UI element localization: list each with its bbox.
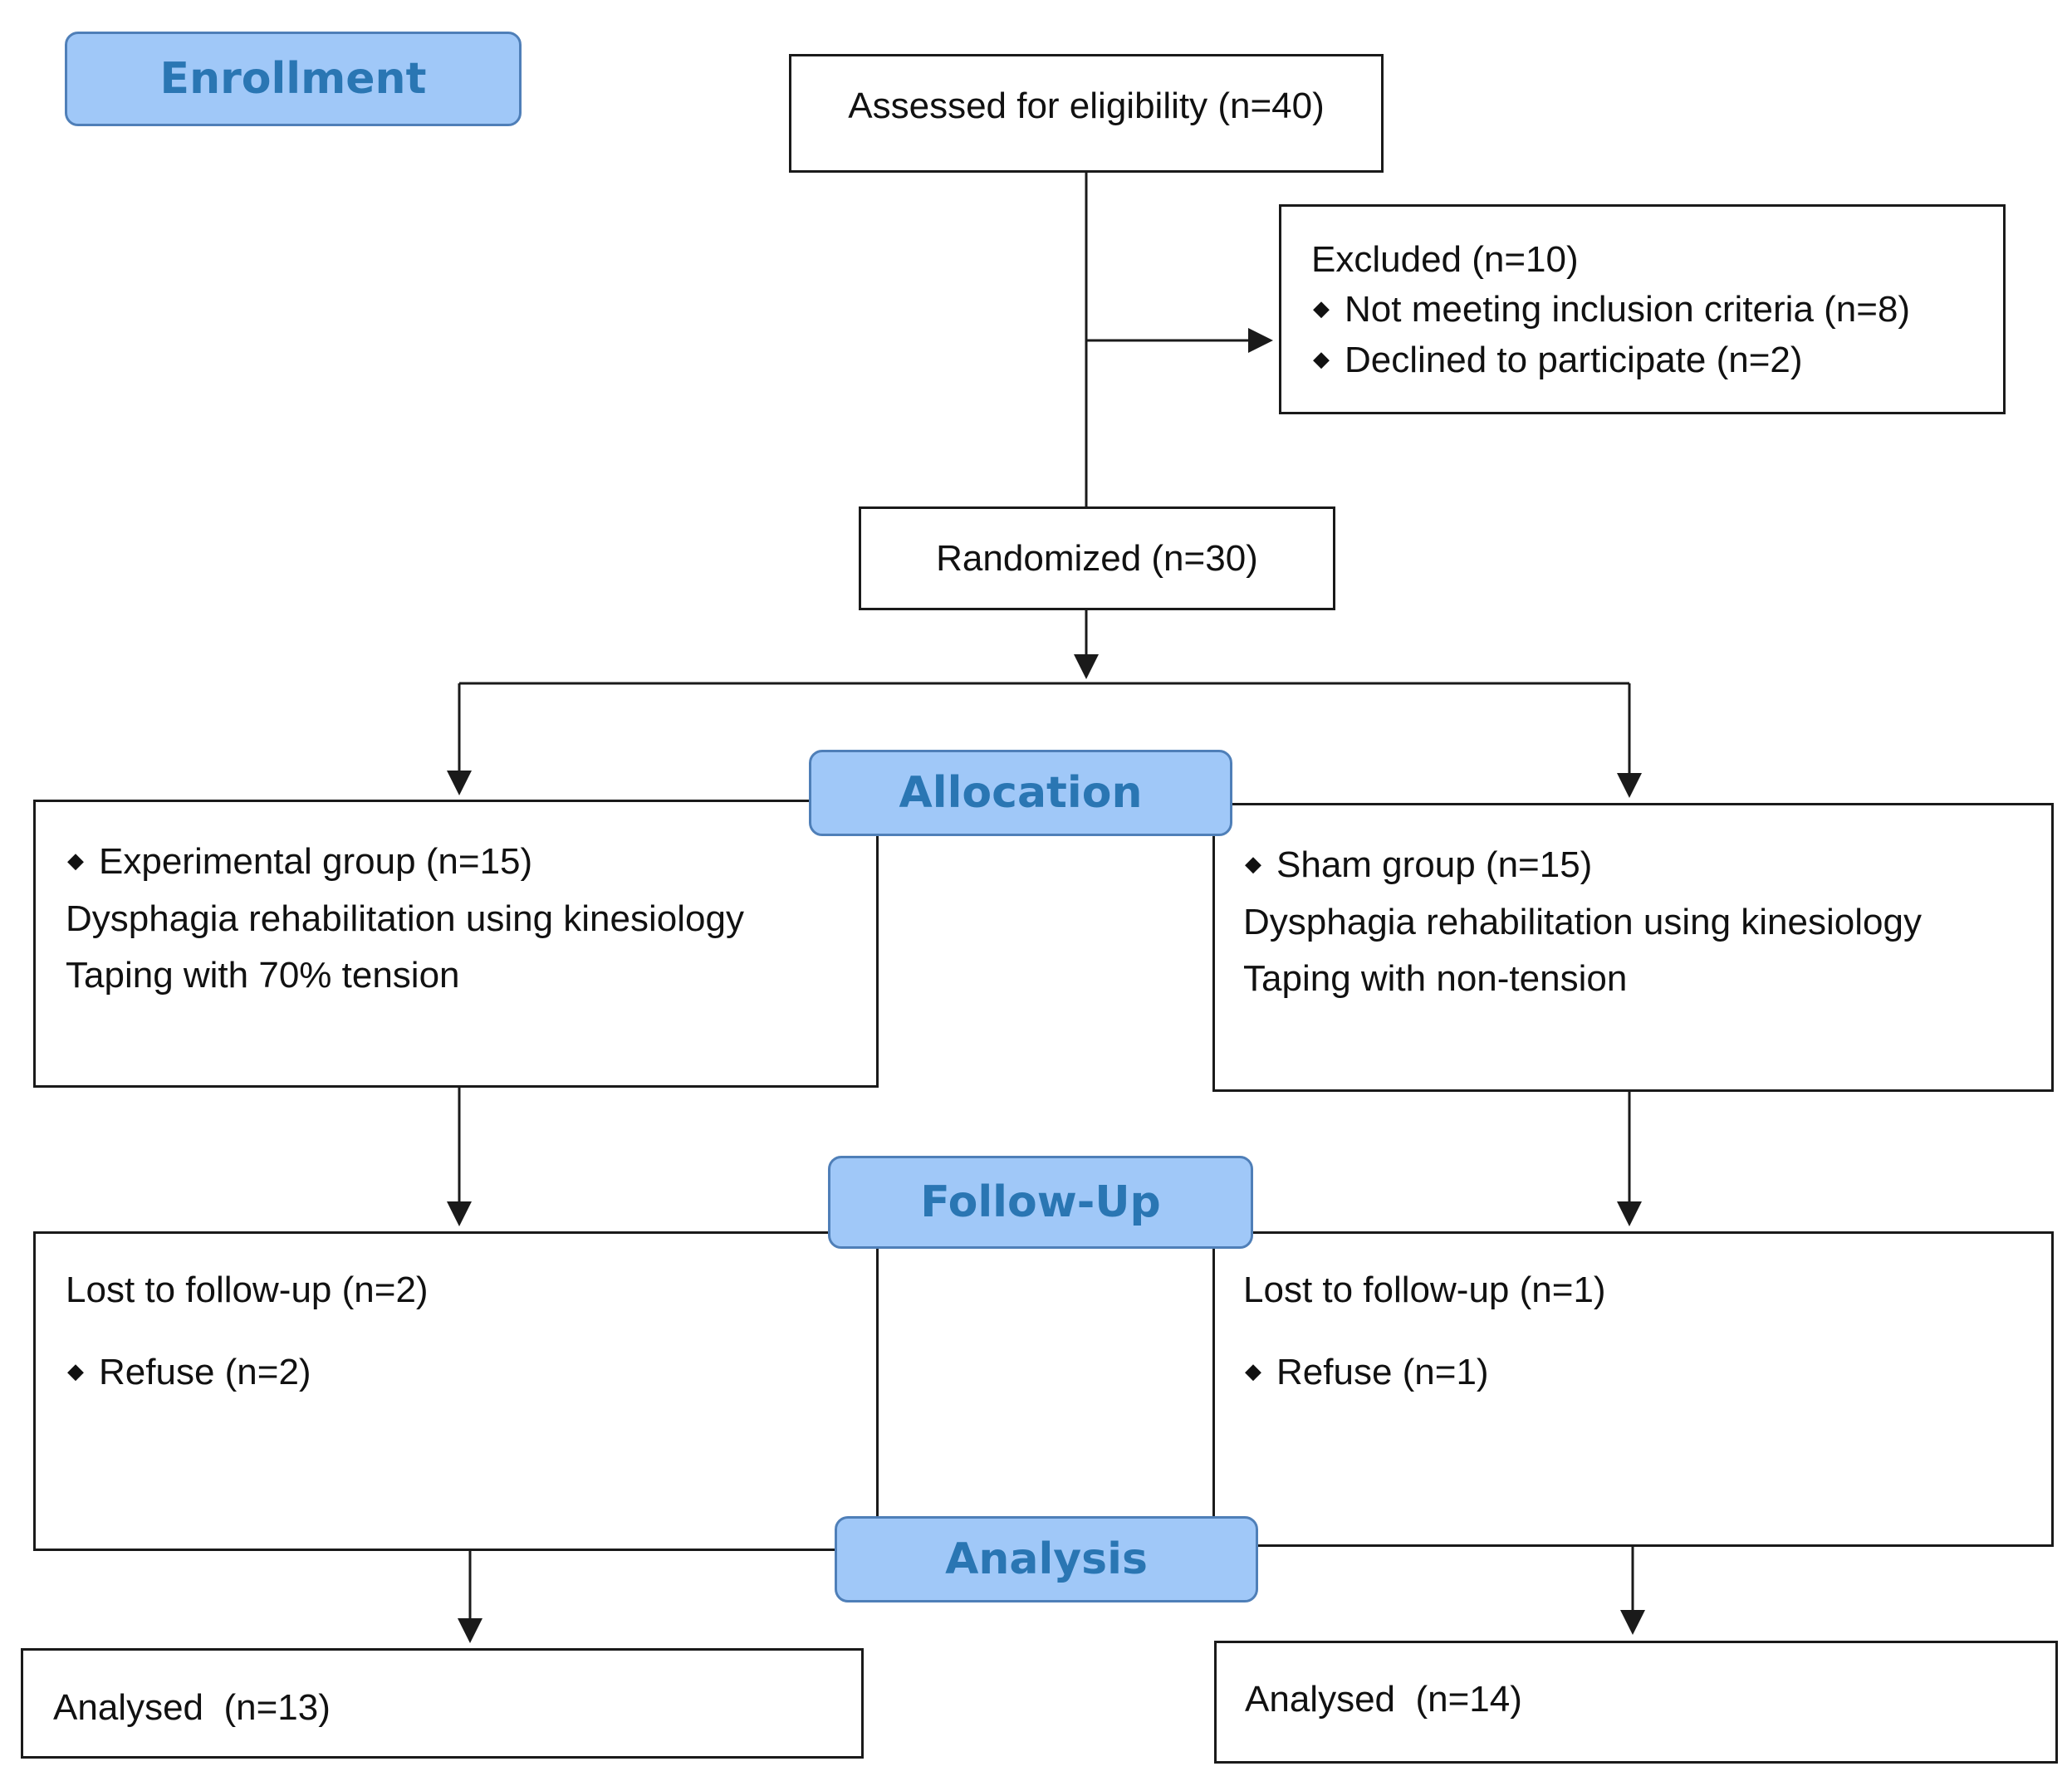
randomized-box: Randomized (n=30)	[859, 506, 1335, 610]
analysed-left-text: Analysed (n=13)	[53, 1687, 331, 1728]
stage-analysis: Analysis	[835, 1516, 1258, 1602]
analysed-right-text: Analysed (n=14)	[1245, 1679, 1522, 1720]
followup-right-box: Lost to follow-up (n=1) ◆ Refuse (n=1)	[1212, 1231, 2054, 1547]
experimental-description-line: Taping with 70% tension	[66, 955, 460, 996]
excluded-item-text: Not meeting inclusion criteria (n=8)	[1345, 289, 1911, 330]
sham-group-title: ◆ Sham group (n=15)	[1245, 847, 1592, 883]
bullet-icon: ◆	[1245, 851, 1261, 877]
bullet-icon: ◆	[1313, 346, 1330, 372]
analysed-right-box: Analysed (n=14)	[1214, 1641, 2058, 1764]
excluded-item: ◆ Declined to participate (n=2)	[1313, 342, 1803, 379]
bullet-icon: ◆	[67, 848, 84, 873]
excluded-title: Excluded (n=10)	[1311, 239, 1579, 280]
followup-left-lost: Lost to follow-up (n=2)	[66, 1270, 429, 1310]
stage-follow-up: Follow-Up	[828, 1156, 1253, 1249]
followup-left-box: Lost to follow-up (n=2) ◆ Refuse (n=2)	[33, 1231, 879, 1551]
followup-right-reason-text: Refuse (n=1)	[1276, 1352, 1489, 1392]
bullet-icon: ◆	[1313, 296, 1330, 321]
stage-follow-up-label: Follow-Up	[920, 1177, 1161, 1227]
stage-allocation: Allocation	[809, 750, 1232, 836]
sham-group-box: ◆ Sham group (n=15) Dysphagia rehabilitat…	[1212, 803, 2054, 1092]
stage-allocation-label: Allocation	[899, 768, 1143, 818]
followup-left-reason-text: Refuse (n=2)	[99, 1352, 311, 1392]
bullet-icon: ◆	[67, 1358, 84, 1384]
stage-enrollment-label: Enrollment	[159, 54, 427, 104]
experimental-group-box: ◆ Experimental group (n=15) Dysphagia reh…	[33, 800, 879, 1088]
sham-description-line: Dysphagia rehabilitation using kinesiolo…	[1243, 902, 1922, 942]
experimental-group-name: Experimental group (n=15)	[99, 841, 533, 882]
excluded-box: Excluded (n=10) ◆ Not meeting inclusion c…	[1279, 204, 2006, 414]
followup-left-reason: ◆ Refuse (n=2)	[67, 1354, 311, 1391]
analysed-left-box: Analysed (n=13)	[21, 1648, 864, 1759]
bullet-icon: ◆	[1245, 1358, 1261, 1384]
stage-enrollment: Enrollment	[65, 32, 522, 126]
experimental-description-line: Dysphagia rehabilitation using kinesiolo…	[66, 898, 744, 939]
stage-analysis-label: Analysis	[945, 1534, 1148, 1584]
experimental-group-title: ◆ Experimental group (n=15)	[67, 844, 532, 880]
followup-right-reason: ◆ Refuse (n=1)	[1245, 1354, 1489, 1391]
sham-description-line: Taping with non-tension	[1243, 958, 1628, 999]
assessed-text: Assessed for eligibility (n=40)	[848, 85, 1325, 126]
excluded-item: ◆ Not meeting inclusion criteria (n=8)	[1313, 291, 1910, 328]
followup-right-lost: Lost to follow-up (n=1)	[1243, 1270, 1606, 1310]
sham-group-name: Sham group (n=15)	[1276, 844, 1593, 885]
randomized-text: Randomized (n=30)	[936, 537, 1258, 579]
assessed-box: Assessed for eligibility (n=40)	[789, 54, 1384, 173]
excluded-item-text: Declined to participate (n=2)	[1345, 340, 1803, 380]
